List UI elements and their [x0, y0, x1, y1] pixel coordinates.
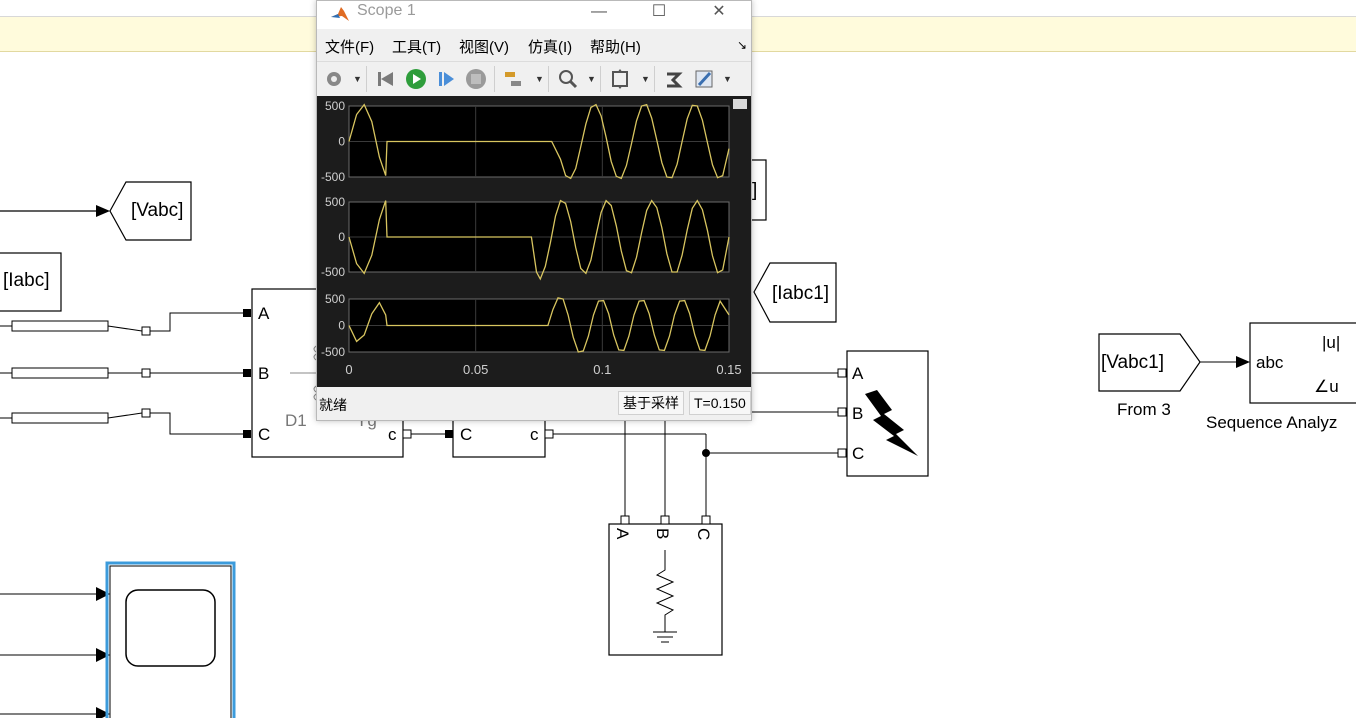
zoom-in-icon[interactable] — [557, 68, 579, 90]
scope-window[interactable]: Scope 1 — ☐ ✕ 文件(F) 工具(T) 视图(V) 仿真(I) 帮助… — [316, 0, 752, 421]
scope-toolbar: ▼ ▼ ▼ ▼ ▼ — [317, 61, 751, 96]
maximize-button[interactable]: ☐ — [651, 3, 667, 20]
scope-titlebar[interactable]: Scope 1 — ☐ ✕ — [317, 1, 751, 29]
run-icon[interactable] — [405, 68, 427, 90]
y-tick-label: 500 — [325, 195, 345, 209]
cursor-measure-icon[interactable] — [663, 68, 685, 90]
status-time: T=0.150 — [689, 391, 751, 415]
status-sample-mode: 基于采样 — [618, 391, 684, 415]
from3-value-label: [Vabc1] — [1101, 352, 1165, 373]
scope-title: Scope 1 — [357, 2, 416, 19]
fault-block[interactable] — [846, 350, 929, 477]
x-tick-label: 0.05 — [463, 362, 488, 377]
y-tick-label: -500 — [321, 345, 345, 359]
status-ready: 就绪 — [319, 397, 347, 413]
menu-tools[interactable]: 工具(T) — [392, 39, 442, 56]
settings-gear-icon[interactable] — [323, 68, 345, 90]
y-tick-label: 500 — [325, 292, 345, 306]
sequence-caption: Sequence Analyz — [1206, 413, 1338, 432]
load-port-a: A — [613, 528, 632, 540]
from3-caption: From 3 — [1117, 400, 1171, 419]
from-block-vabc1[interactable] — [1098, 333, 1201, 392]
branch-block-a[interactable] — [11, 320, 109, 332]
stop-icon[interactable] — [465, 68, 487, 90]
scope-screen-icon — [125, 589, 216, 667]
sequence-in-port: abc — [1256, 353, 1284, 372]
y-tick-label: 0 — [338, 319, 345, 333]
x-tick-label: 0.1 — [593, 362, 611, 377]
menu-help[interactable]: 帮助(H) — [590, 39, 641, 56]
goto-iabc1-label: [Iabc1] — [772, 283, 830, 304]
zoom-dropdown-icon[interactable]: ▼ — [587, 74, 596, 84]
settings-dropdown-icon[interactable]: ▼ — [353, 74, 362, 84]
minimize-button[interactable]: — — [591, 3, 607, 20]
load-port-c: C — [694, 528, 713, 541]
x-tick-label: 0.15 — [716, 362, 741, 377]
from-iabc-label: [Iabc] — [3, 270, 50, 291]
menu-file[interactable]: 文件(F) — [325, 39, 375, 56]
style-edit-icon[interactable] — [693, 68, 715, 90]
dock-arrow-icon[interactable]: ↘ — [737, 38, 748, 52]
y-tick-label: 500 — [325, 99, 345, 113]
fault-port-a: A — [852, 364, 864, 383]
load-port-b: B — [653, 528, 672, 540]
fault-port-b: B — [852, 404, 864, 423]
goto-vabc-label: [Vabc] — [131, 200, 184, 221]
x-tick-label: 0 — [345, 362, 352, 377]
matlab-logo-icon — [331, 7, 349, 21]
close-button[interactable]: ✕ — [712, 3, 726, 20]
goto-hidden-label: ] — [752, 180, 758, 201]
step-back-icon[interactable] — [375, 68, 397, 90]
arrowhead — [96, 205, 110, 217]
y-tick-label: -500 — [321, 170, 345, 184]
style-dropdown-icon[interactable]: ▼ — [723, 74, 732, 84]
highlight-dropdown-icon[interactable]: ▼ — [535, 74, 544, 84]
y-tick-label: 0 — [338, 230, 345, 244]
transformer-d1-label: D1 — [285, 411, 307, 430]
sequence-out-angle: ∠u — [1314, 377, 1339, 396]
breaker-port-c-out: c — [530, 425, 539, 444]
scope-statusbar: 就绪 基于采样 T=0.150 — [317, 388, 751, 419]
trace-3 — [348, 297, 730, 353]
trace-1 — [348, 103, 730, 180]
y-tick-label: 0 — [338, 135, 345, 149]
sequence-out-mag: |u| — [1322, 333, 1341, 352]
lightning-icon — [865, 390, 918, 456]
transformer-port-c: C — [258, 425, 271, 444]
branch-block-b[interactable] — [11, 367, 109, 379]
load-block[interactable] — [608, 523, 723, 656]
menu-simulation[interactable]: 仿真(I) — [528, 39, 573, 56]
y-tick-label: -500 — [321, 265, 345, 279]
goto-block-iabc1[interactable] — [753, 262, 837, 323]
breaker-port-c-in: C — [460, 425, 473, 444]
scope-block-selection — [105, 561, 236, 718]
undock-plot-icon[interactable] — [733, 99, 747, 109]
trace-2 — [348, 199, 730, 281]
from-block-iabc[interactable] — [0, 252, 62, 312]
arrowhead — [1236, 356, 1250, 368]
resistor-icon — [655, 550, 675, 632]
scope-menubar: 文件(F) 工具(T) 视图(V) 仿真(I) 帮助(H) ↘ — [317, 31, 751, 59]
fit-dropdown-icon[interactable]: ▼ — [641, 74, 650, 84]
branch-block-c[interactable] — [11, 412, 109, 424]
fit-axes-icon[interactable] — [609, 68, 631, 90]
highlight-signal-icon[interactable] — [503, 68, 525, 90]
transformer-port-b: B — [258, 364, 270, 383]
sequence-analyzer-block[interactable] — [1249, 322, 1356, 404]
menu-view[interactable]: 视图(V) — [459, 39, 509, 56]
goto-block-vabc[interactable] — [109, 181, 192, 241]
transformer-port-a: A — [258, 304, 270, 323]
transformer-port-c-out: c — [388, 425, 397, 444]
step-forward-icon[interactable] — [435, 68, 457, 90]
fault-port-c: C — [852, 444, 865, 463]
